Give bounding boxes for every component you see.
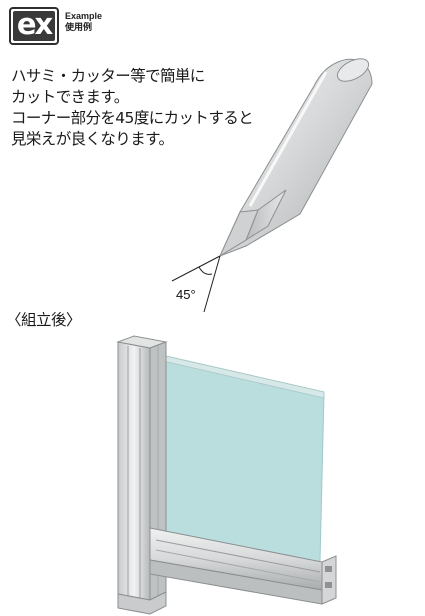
assembled-label: 〈組立後〉 [6, 311, 82, 329]
example-logo-text: ex [16, 7, 53, 41]
trim-highlight [248, 71, 328, 207]
rail-end-slot-2 [325, 582, 332, 588]
example-subtitle: 使用例 [65, 22, 93, 32]
vertical-post [117, 341, 151, 601]
example-title: Example [65, 11, 103, 21]
trim-end-cap [336, 58, 370, 82]
trim-cut-face [218, 209, 259, 258]
vertical-post-bottom [117, 591, 167, 615]
description-text: ハサミ・カッター等で簡単に カットできます。 コーナー部分を45度にカットすると… [11, 66, 301, 150]
example-logo-badge: ex [9, 7, 59, 45]
description-line-1: ハサミ・カッター等で簡単に [11, 67, 205, 85]
rail-groove-1 [155, 539, 321, 573]
glass-panel [147, 351, 325, 563]
example-heading: Example 使用例 [65, 11, 102, 33]
bottom-rail-end [321, 555, 337, 605]
example-logo-icon: ex [13, 7, 55, 41]
rail-groove-2 [155, 549, 321, 583]
angle-label: 45° [176, 287, 196, 302]
angle-line-vertical [203, 255, 221, 313]
description-line-3: コーナー部分を45度にカットすると [11, 109, 254, 127]
description-line-4: 見栄えが良くなります。 [11, 130, 174, 148]
rail-end-slot-1 [325, 566, 332, 572]
angle-line-horizontal [171, 255, 221, 282]
description-line-2: カットできます。 [11, 88, 129, 106]
angle-arc [198, 266, 213, 275]
